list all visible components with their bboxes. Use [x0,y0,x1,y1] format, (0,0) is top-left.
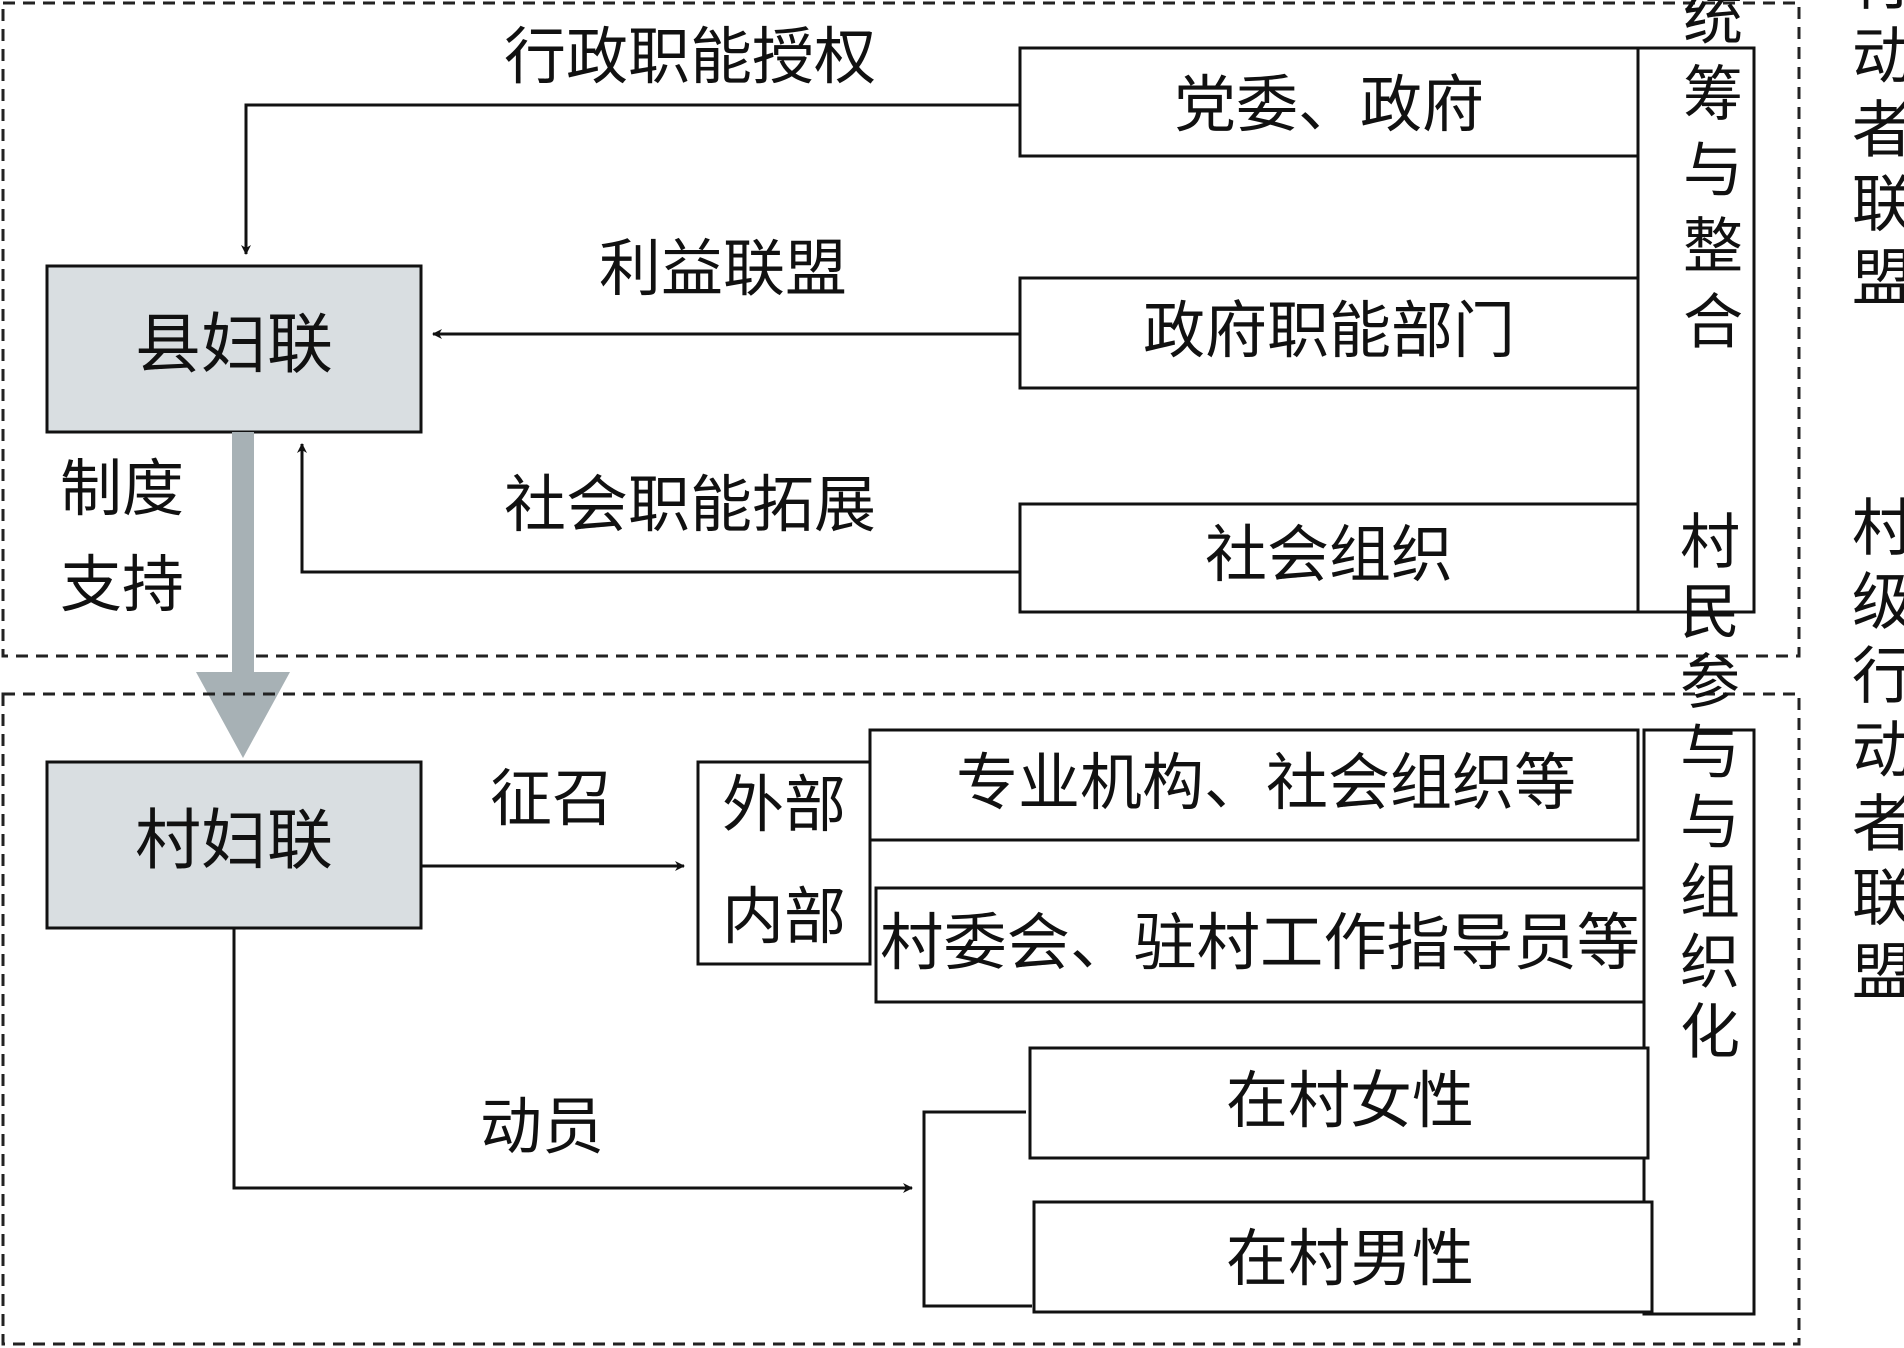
source-label-social-organizations: 社会组织 [1205,518,1453,591]
resource-integration-box [1636,46,1756,614]
internal-actors-box [874,886,1646,1004]
source-label-functional-departments: 政府职能部门 [1143,294,1515,367]
county-womens-federation-node [45,264,423,434]
edge-label-recruit: 征召 [490,762,614,835]
county-womens-federation-label: 县妇联 [135,306,333,383]
village-section-border [1,692,1801,1346]
internal-actors-label: 村委会、驻村工作指导员等 [880,906,1640,979]
source-label-party-government: 党委、政府 [1174,68,1484,141]
external-actors-label: 专业机构、社会组织等 [956,746,1576,819]
resource-integration-label: 资源统筹与整合 [1672,0,1742,366]
county-alliance-side-label: 县级行动者联盟 [1841,0,1904,319]
support-arrow-head [196,672,290,758]
village-womens-federation-node [45,760,423,930]
county-section-border [1,1,1801,658]
source-box-social-organizations [1018,502,1640,614]
village-womens-federation-label: 村妇联 [135,802,333,879]
village-alliance-side-label: 村级行动者联盟 [1841,495,1904,1013]
edge-label-interest-alliance: 利益联盟 [599,232,847,305]
women-in-village-label: 在村女性 [1226,1064,1474,1137]
internal-label: 内部 [722,880,846,953]
men-in-village-box [1032,1200,1654,1314]
edge-label-mobilize: 动员 [480,1090,604,1163]
source-box-functional-departments [1018,276,1640,390]
external-actors-box [868,728,1640,842]
edge-label-admin-authorization: 行政职能授权 [504,20,876,93]
mobilize-bracket [922,1110,1032,1308]
edge-social-function-extension [297,443,1020,574]
support-arrow-shaft [232,432,254,676]
villager-participation-label: 村民参与与组织化 [1669,510,1739,1070]
edge-mobilize [232,928,913,1193]
external-label: 外部 [722,768,846,841]
women-in-village-box [1028,1046,1650,1160]
internal-external-group [696,760,872,966]
men-in-village-label: 在村男性 [1226,1222,1474,1295]
edge-admin-authorization [241,103,1020,255]
support-label-line1: 制度支持 [60,452,184,621]
edge-label-social-function-extension: 社会职能拓展 [504,468,876,541]
villager-participation-box [1642,728,1756,1316]
